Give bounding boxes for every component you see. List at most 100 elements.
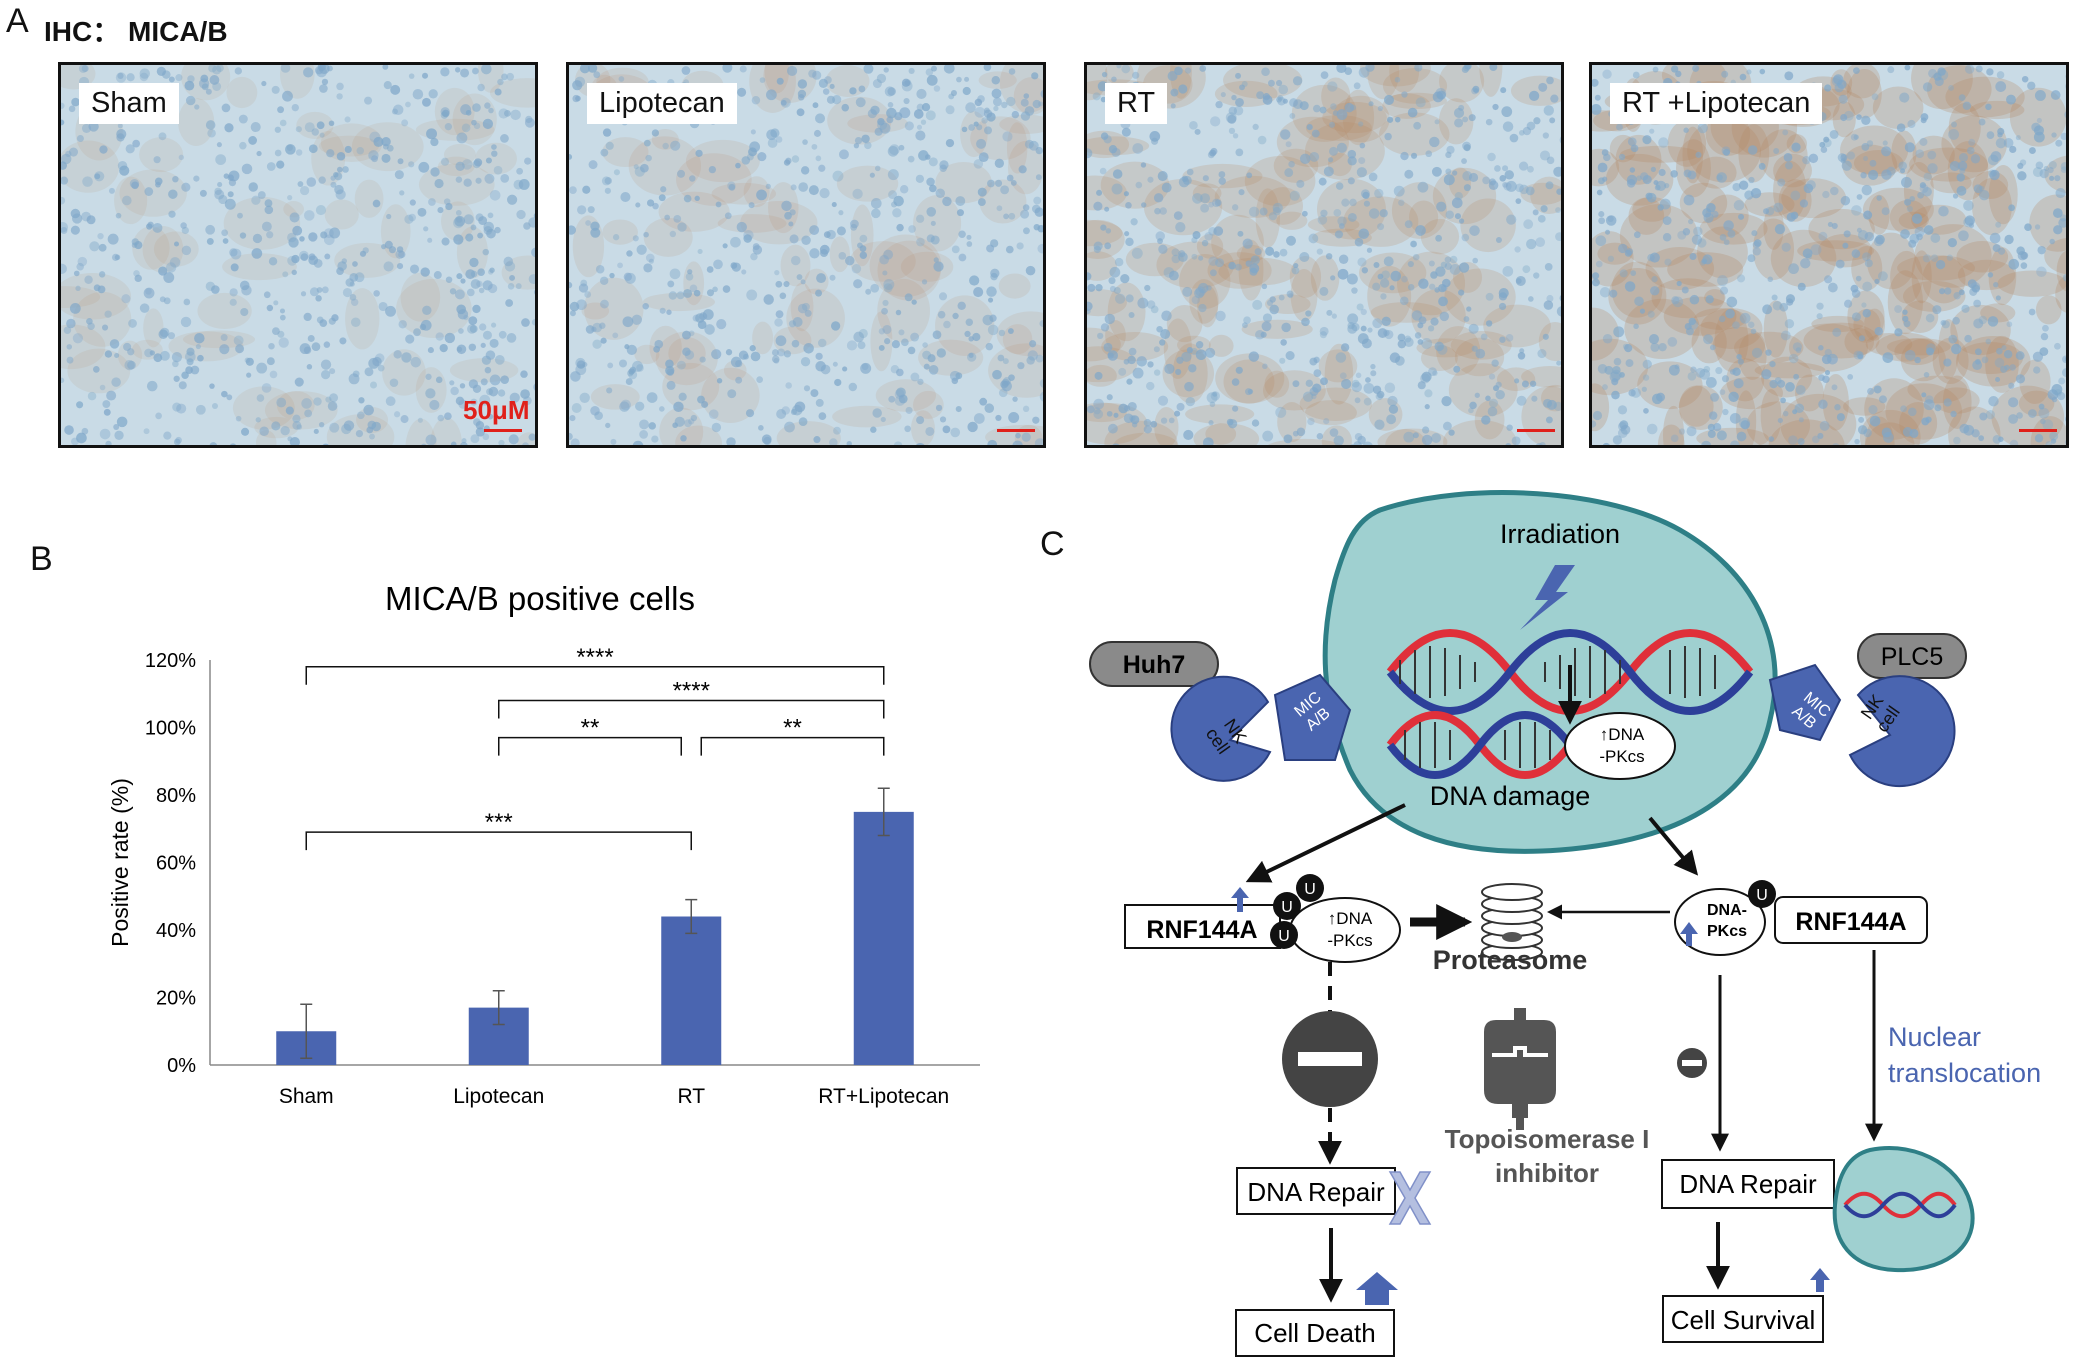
y-tick-label: 60% xyxy=(156,853,196,875)
rnf144a-right-label: RNF144A xyxy=(1795,908,1906,936)
scale-bar xyxy=(2019,429,2057,432)
dna-pkcs-bubble xyxy=(1564,712,1676,780)
panel-letter-a: A xyxy=(6,2,29,40)
x-tick-label: Sham xyxy=(279,1085,334,1108)
minus-bar xyxy=(1298,1052,1362,1066)
arrow-right-branch xyxy=(1648,816,1699,876)
y-axis-label: Positive rate (%) xyxy=(107,778,133,947)
micrograph-label: Lipotecan xyxy=(587,83,737,124)
tissue-texture xyxy=(569,65,1043,445)
significance-bracket xyxy=(305,666,885,685)
irradiation-label: Irradiation xyxy=(1500,519,1620,549)
ubiquitin-label: U xyxy=(1278,928,1290,945)
significance-label: **** xyxy=(673,678,710,705)
scale-text: 50μM xyxy=(463,395,530,425)
panel-letter-b: B xyxy=(30,540,53,578)
significance-label: **** xyxy=(576,644,613,671)
micrograph-rt-lipotecan: RT +Lipotecan xyxy=(1589,62,2069,448)
dna-repair-left-box xyxy=(1236,1167,1396,1215)
mic-right-icon xyxy=(1768,663,1842,742)
x-tick-label: RT+Lipotecan xyxy=(818,1085,949,1108)
lightning-icon xyxy=(1520,565,1575,630)
nk-cell-left-icon xyxy=(1170,675,1272,782)
nucleus-icon xyxy=(1832,1146,1975,1273)
y-tick-label: 20% xyxy=(156,988,196,1010)
chart-title: MICA/B positive cells xyxy=(385,580,695,617)
dna-pkcs-right-label: DNA-PKcs xyxy=(1707,902,1747,940)
minus-bar xyxy=(1682,1060,1702,1066)
arrow-left-branch xyxy=(1245,803,1406,883)
panel-letter-c: C xyxy=(1040,525,1065,563)
up-arrow-icon xyxy=(1231,887,1249,912)
significance-bracket xyxy=(498,736,682,756)
plc5-label: PLC5 xyxy=(1881,643,1944,671)
cell-survival-label: Cell Survival xyxy=(1671,1305,1816,1335)
ubiquitin-icon xyxy=(1270,921,1298,949)
ubiquitin-label: U xyxy=(1756,887,1768,904)
dna-helix-small-icon xyxy=(1843,1191,1957,1219)
proteasome-icon xyxy=(1481,883,1543,961)
scale-bar xyxy=(997,429,1035,432)
dna-pkcs-left-label: ↑DNA-PKcs xyxy=(1327,909,1373,950)
ubiquitin-icon xyxy=(1748,880,1776,908)
dna-pkcs-label: ↑DNA -PKcs xyxy=(1599,725,1645,766)
y-tick-label: 40% xyxy=(156,920,196,942)
micrograph-rt: RT xyxy=(1084,62,1564,448)
ubiquitin-label: U xyxy=(1281,899,1293,916)
significance-bracket xyxy=(498,699,885,719)
ubiquitin-icon xyxy=(1296,874,1324,902)
nk-cell-right-icon xyxy=(1848,675,1956,788)
dna-repair-right-label: DNA Repair xyxy=(1679,1169,1817,1199)
cell-death-label: Cell Death xyxy=(1254,1318,1375,1348)
significance-label: ** xyxy=(783,715,802,742)
dna-repair-left-label: DNA Repair xyxy=(1247,1177,1385,1207)
damaged-dna-icon xyxy=(1386,711,1574,779)
huh7-badge xyxy=(1089,641,1219,687)
dna-pkcs-line2: -PKcs xyxy=(1599,747,1644,766)
scale-bar xyxy=(484,429,522,432)
y-tick-label: 80% xyxy=(156,785,196,807)
micrograph-label: Sham xyxy=(79,83,179,124)
iv-bag-icon xyxy=(1484,1008,1556,1130)
significance-bracket xyxy=(700,736,885,756)
dna-damage-label: DNA damage xyxy=(1430,781,1591,811)
rnf144a-right-box xyxy=(1774,896,1928,944)
significance-label: ** xyxy=(581,715,600,742)
huh7-label: Huh7 xyxy=(1123,651,1186,679)
x-tick-label: Lipotecan xyxy=(453,1085,544,1108)
significance-bracket xyxy=(305,831,692,851)
dna-pkcs-line1: ↑DNA xyxy=(1600,725,1645,744)
significance-label: *** xyxy=(485,809,513,836)
dna-pkcs-right-bubble xyxy=(1674,888,1766,956)
ihc-title: IHC： MICA/B xyxy=(44,16,228,47)
rnf144a-left-label: RNF144A xyxy=(1146,916,1257,944)
dna-repair-right-box xyxy=(1661,1159,1835,1209)
ubiquitin-icon xyxy=(1273,892,1301,920)
x-tick-label: RT xyxy=(677,1085,705,1108)
cell-survival-box xyxy=(1662,1295,1824,1343)
bar-chart: MICA/B positive cells 0% 20% 40% 60% 80% 100% 1… xyxy=(107,580,980,1108)
y-tick-label: 120% xyxy=(145,650,196,672)
tissue-texture xyxy=(61,65,535,445)
mic-left-icon xyxy=(1273,673,1352,761)
y-tick-label: 0% xyxy=(167,1055,196,1077)
up-arrow-icon xyxy=(1356,1272,1398,1305)
micrograph-lipotecan: Lipotecan xyxy=(566,62,1046,448)
mechanism-diagram: Irradiation ↑DNA -PKcs DNA damage Huh7 PL… xyxy=(1089,490,2041,1357)
bar xyxy=(661,916,722,1065)
micrograph-label: RT +Lipotecan xyxy=(1610,83,1823,124)
bar xyxy=(853,811,914,1065)
up-arrow-icon xyxy=(1810,1268,1830,1292)
proteasome-label: Proteasome xyxy=(1433,945,1588,975)
micrograph-sham: Sham 50μM xyxy=(58,62,538,448)
scale-bar xyxy=(1517,429,1555,432)
dna-pkcs-left-bubble xyxy=(1289,897,1401,963)
cell-death-box xyxy=(1235,1309,1395,1357)
up-arrow-icon xyxy=(1680,922,1698,946)
y-tick-label: 100% xyxy=(145,718,196,740)
ubiquitin-label: U xyxy=(1304,881,1316,898)
cross-icon xyxy=(1388,1171,1432,1225)
micrograph-label: RT xyxy=(1105,83,1168,124)
